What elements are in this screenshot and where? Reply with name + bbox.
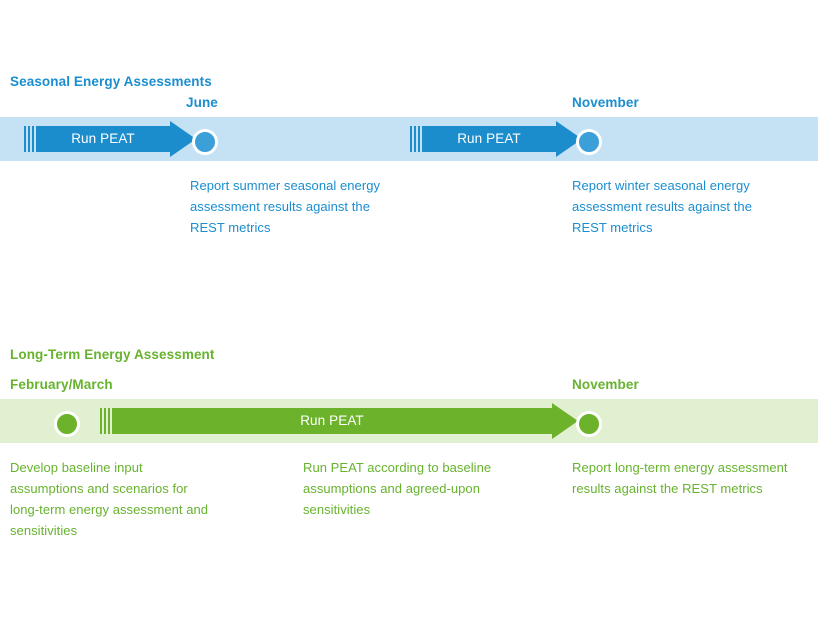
longterm-arrow-label: Run PEAT [300,413,364,428]
arrow-start-bars [410,126,421,152]
seasonal-milestone-dot-june [192,129,218,155]
caption-line: results against the REST metrics [572,481,763,496]
seasonal-caption-june: Report summer seasonal energy assessment… [190,175,430,238]
longterm-month-label-february-march: February/March [10,377,113,392]
arrow-start-bars [100,408,111,434]
seasonal-arrow-label-2: Run PEAT [457,131,521,146]
seasonal-arrow-run-peat-2: Run PEAT [410,121,582,157]
seasonal-arrow-run-peat-1: Run PEAT [24,121,196,157]
seasonal-caption-november: Report winter seasonal energy assessment… [572,175,822,238]
seasonal-month-label-november: November [572,95,639,110]
arrow-shaft [36,126,170,152]
caption-line: assessment results against the [190,199,370,214]
longterm-caption-end: Report long-term energy assessment resul… [572,457,826,499]
caption-line: assessment results against the [572,199,752,214]
arrow-shaft [112,408,552,434]
arrow-shaft [422,126,556,152]
longterm-caption-middle: Run PEAT according to baseline assumptio… [303,457,553,520]
seasonal-arrow-label-1: Run PEAT [71,131,135,146]
caption-line: Report winter seasonal energy [572,178,750,193]
arrow-head [552,403,578,439]
caption-line: Report long-term energy assessment [572,460,788,475]
caption-line: REST metrics [572,220,653,235]
arrow-start-bars [24,126,35,152]
longterm-caption-start: Develop baseline input assumptions and s… [10,457,250,541]
longterm-milestone-dot-end [576,411,602,437]
seasonal-milestone-dot-november [576,129,602,155]
caption-line: assumptions and agreed-upon [303,481,480,496]
arrow-head [170,121,196,157]
caption-line: sensitivities [10,523,78,538]
caption-line: sensitivities [303,502,371,517]
caption-line: Report summer seasonal energy [190,178,381,193]
seasonal-section-title: Seasonal Energy Assessments [10,74,212,89]
longterm-milestone-dot-start [54,411,80,437]
caption-line: REST metrics [190,220,271,235]
longterm-arrow-run-peat: Run PEAT [100,403,578,439]
longterm-month-label-november: November [572,377,639,392]
caption-line: long-term energy assessment and [10,502,209,517]
seasonal-month-label-june: June [186,95,218,110]
caption-line: assumptions and scenarios for [10,481,188,496]
caption-line: Develop baseline input [10,460,143,475]
caption-line: Run PEAT according to baseline [303,460,492,475]
longterm-section-title: Long-Term Energy Assessment [10,347,215,362]
